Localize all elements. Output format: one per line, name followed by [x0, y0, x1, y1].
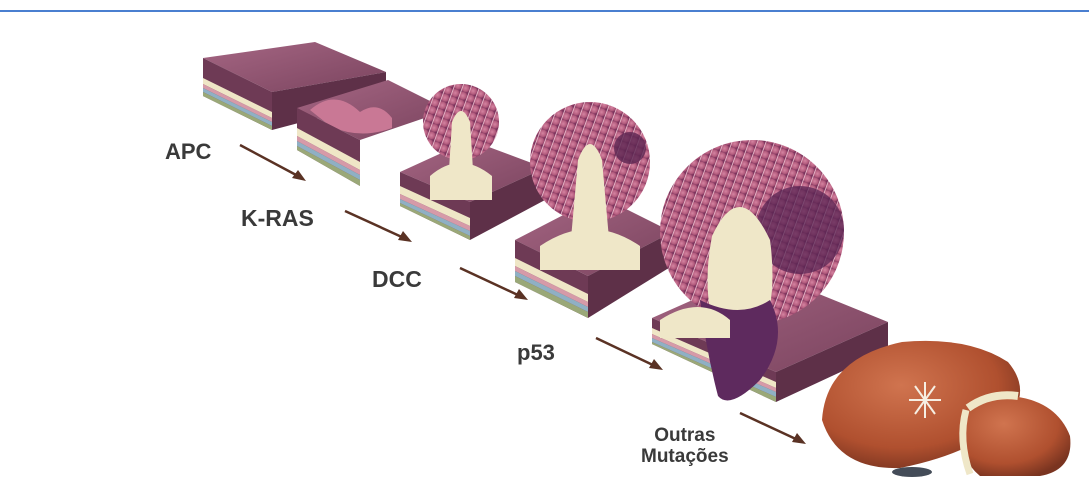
label-outras-line2: Mutações: [641, 446, 729, 467]
arrow-outras: [740, 413, 806, 444]
arrow-kras: [345, 211, 412, 242]
label-dcc: DCC: [372, 266, 422, 293]
tissue-block-intermediate-adenoma: [515, 102, 672, 318]
arrow-apc: [240, 145, 306, 181]
label-k-ras: K-RAS: [241, 205, 314, 232]
label-p53: p53: [517, 340, 555, 366]
label-outras-line1: Outras: [641, 425, 729, 446]
liver-metastasis: [822, 341, 1070, 477]
label-apc: APC: [165, 139, 211, 165]
label-outras-mutacoes: Outras Mutações: [641, 425, 729, 467]
